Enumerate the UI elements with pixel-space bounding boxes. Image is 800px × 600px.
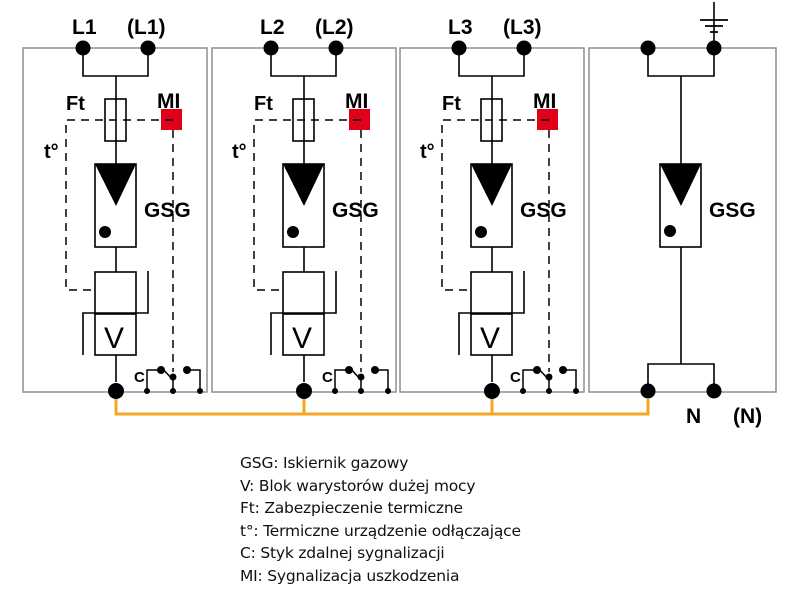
terminal-dot [706,383,722,399]
thermal-label: t° [44,141,59,163]
bottom-node [484,383,500,399]
terminal-bridge [270,48,337,77]
contact-label: C [510,369,521,386]
gsg-dot [99,226,111,238]
contact-label: C [322,369,333,386]
thermal-label: t° [420,141,435,163]
varistor-upper [94,271,137,315]
terminal-bridge [458,48,525,77]
terminal-dot [640,383,656,399]
gsg-triangle [660,164,701,206]
varistor-upper [470,271,513,315]
gsg-dot [287,226,299,238]
mi-label: MI [533,90,556,113]
legend-item-gsg: GSG: Iskiernik gazowy [240,454,409,472]
legend-item-thermal: t°: Termiczne urządzenie odłączające [240,521,521,540]
legend: GSG: Iskiernik gazowy V: Blok warystorów… [240,452,521,588]
contact-wire-left [146,369,161,391]
varistor-label: V [104,322,124,355]
legend-item-varistor: V: Blok warystorów dużej mocy [240,476,476,495]
ground-icon [700,2,728,48]
gsg-triangle [95,164,136,206]
mi-label: MI [157,90,180,113]
legend-item-ft: Ft: Zabezpieczenie termiczne [240,499,463,518]
module-l1: L1 (L1) Ft MI t° GSG V C [22,16,208,399]
contact-wire-right [563,369,577,391]
terminal-label-l2-alt: (L2) [315,16,354,39]
legend-item-mi: MI: Sygnalizacja uszkodzenia [240,566,460,585]
contact-label: C [134,369,145,386]
module-l3: L3 (L3) Ft MI t° GSG V C [399,16,585,399]
terminal-label-l3: L3 [448,16,473,39]
ft-label: Ft [254,93,273,115]
terminal-label-l1: L1 [72,16,97,39]
bottom-node [296,383,312,399]
contact-wire-left [522,369,537,391]
module-neutral: GSG N (N) [588,2,777,428]
module-l2: L2 (L2) Ft MI t° GSG V C [211,16,397,399]
legend-item-contact: C: Styk zdalnej sygnalizacji [240,544,445,563]
gsg-triangle [471,164,512,206]
terminal-label-n: N [686,405,701,428]
terminal-label-l3-alt: (L3) [503,16,542,39]
terminal-label-n-alt: (N) [733,405,762,428]
varistor-block [282,313,325,356]
bottom-node [108,383,124,399]
terminal-label-l2: L2 [260,16,285,39]
varistor-label: V [480,322,500,355]
varistor-upper [282,271,325,315]
module-frame [588,47,777,393]
varistor-curve [270,271,337,355]
gsg-triangle [283,164,324,206]
thermal-label: t° [232,141,247,163]
varistor-curve [458,271,525,355]
varistor-label: V [292,322,312,355]
gsg-label: GSG [144,199,191,222]
contact-wire-right [375,369,389,391]
varistor-block [94,313,137,356]
mi-label: MI [345,90,368,113]
gsg-label: GSG [709,199,756,222]
ft-label: Ft [442,93,461,115]
gsg-label: GSG [520,199,567,222]
gsg-label: GSG [332,199,379,222]
terminal-label-l1-alt: (L1) [127,16,166,39]
contact-wire-right [187,369,201,391]
contact-wire-left [334,369,349,391]
varistor-block [470,313,513,356]
terminal-bridge [82,48,149,77]
common-bus-wire [114,399,650,416]
terminal-bridge [647,48,715,77]
terminal-bridge-bottom [647,363,715,391]
gsg-dot [475,226,487,238]
varistor-curve [82,271,149,355]
gsg-dot [664,225,676,237]
ft-label: Ft [66,93,85,115]
